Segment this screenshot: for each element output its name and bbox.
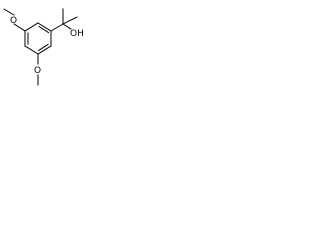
ring-bond-3 (37, 45, 52, 55)
top-ring-o-bond (13, 23, 26, 32)
top-o-methyl-bond (3, 8, 15, 16)
chemical-structure-diagram: O O OH (3, 8, 84, 86)
ring-double-bond-1 (38, 25, 50, 34)
ring-bond-4 (24, 45, 39, 55)
carbinol-oh-bond (62, 23, 72, 30)
top-oxygen-label: O (10, 16, 17, 26)
ring-double-bond-2 (37, 43, 49, 52)
hydroxyl-label: OH (70, 29, 84, 39)
bottom-oxygen-label: O (34, 66, 41, 76)
ring-bond-1 (37, 22, 52, 32)
carbinol-methyl-right-bond (62, 16, 78, 25)
ring-bond-6 (24, 22, 39, 32)
ring-carbinol-bond (50, 23, 64, 32)
